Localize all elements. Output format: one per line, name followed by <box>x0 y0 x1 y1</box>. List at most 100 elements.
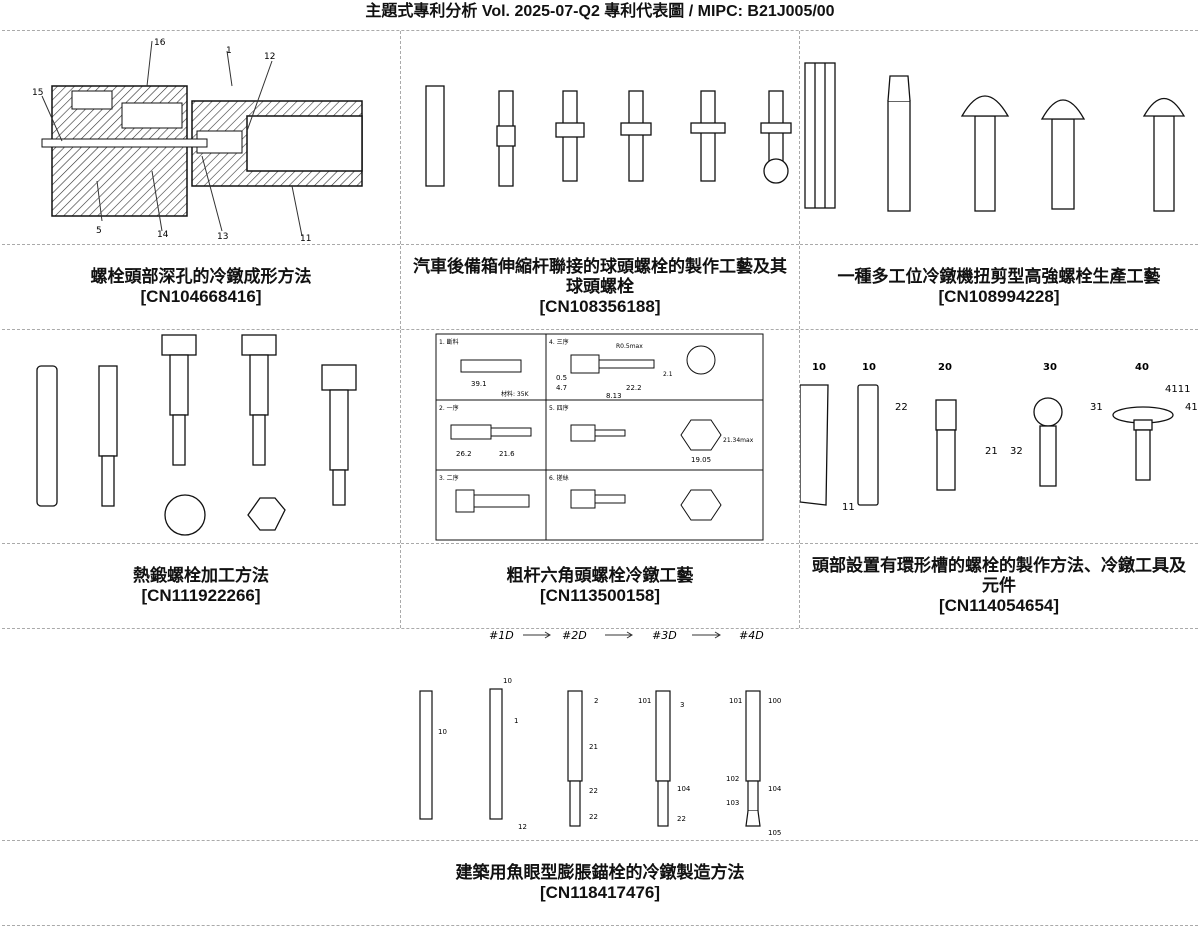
patent-row-2: 熱鍛螺栓加工方法 [CN111922266] 1. 斷料 2. 一序 3. 二序 <box>2 330 1198 629</box>
page-header: 主題式專利分析 Vol. 2025-07-Q2 專利代表圖 / MIPC: B2… <box>365 3 835 20</box>
label: 40 <box>1135 362 1149 373</box>
label: 41 <box>1185 402 1198 413</box>
patent-drawing <box>401 31 799 245</box>
patent-grid: 16 1 12 15 5 14 13 11 螺栓頭部深孔的冷鐓成形方法 [CN1… <box>2 30 1198 926</box>
patent-number[interactable]: [CN108994228] <box>938 287 1060 306</box>
label: 12 <box>264 52 275 62</box>
patent-row-1: 16 1 12 15 5 14 13 11 螺栓頭部深孔的冷鐓成形方法 [CN1… <box>2 30 1198 330</box>
label: 11 <box>842 502 855 513</box>
dimension: R0.5max <box>616 343 643 350</box>
patent-caption: 粗杆六角頭螺栓冷鐓工藝 [CN113500158] <box>401 544 799 628</box>
label: 32 <box>1010 446 1023 457</box>
patent-number[interactable]: [CN104668416] <box>140 287 262 306</box>
patent-row-3: #1D #2D #3D #4D <box>2 629 1198 926</box>
patent-card: 16 1 12 15 5 14 13 11 螺栓頭部深孔的冷鐓成形方法 [CN1… <box>2 31 401 329</box>
label: 30 <box>1043 362 1057 373</box>
patent-number[interactable]: [CN113500158] <box>539 586 661 605</box>
patent-card: 1. 斷料 2. 一序 3. 二序 4. 三序 5. 四序 6. 搓絲 <box>401 330 800 628</box>
patent-number[interactable]: [CN108356188] <box>539 297 661 316</box>
label: 10 <box>812 362 826 373</box>
patent-drawing <box>2 330 400 544</box>
label: 31 <box>1090 402 1103 413</box>
patent-drawing: 1. 斷料 2. 一序 3. 二序 4. 三序 5. 四序 6. 搓絲 <box>401 330 799 544</box>
dimension: 26.2 <box>456 450 472 458</box>
stage-label: #2D <box>562 629 587 642</box>
label: 1 <box>514 717 518 725</box>
patent-drawing: 16 1 12 15 5 14 13 11 <box>2 31 400 245</box>
dimension: 0.5 <box>556 374 567 382</box>
step-label: 4. 三序 <box>549 338 569 346</box>
label: 15 <box>32 88 43 98</box>
patent-title: 汽車後備箱伸縮杆聯接的球頭螺栓的製作工藝及其球頭螺栓 <box>413 257 787 297</box>
label: 105 <box>768 829 781 837</box>
patent-card: 熱鍛螺栓加工方法 [CN111922266] <box>2 330 401 628</box>
patent-number[interactable]: [CN118417476] <box>539 883 661 902</box>
dimension: 21.34max <box>723 437 754 444</box>
label: 5 <box>96 226 102 236</box>
dimension: 4.7 <box>556 384 567 392</box>
patent-title: 螺栓頭部深孔的冷鐓成形方法 <box>90 267 312 287</box>
label: 102 <box>726 775 739 783</box>
patent-title: 粗杆六角頭螺栓冷鐓工藝 <box>506 566 694 586</box>
patent-drawing: #1D #2D #3D #4D <box>2 629 1198 841</box>
patent-card: 10 10 20 30 40 22 21 31 32 4111 41 11 頭部… <box>800 330 1198 628</box>
label: 13 <box>217 232 228 242</box>
dimension: 材料: 35K <box>501 390 530 398</box>
label: 10 <box>438 728 447 736</box>
label: 4111 <box>1165 384 1190 395</box>
label: 101 <box>638 697 651 705</box>
label: 11 <box>300 234 311 244</box>
patent-card: 汽車後備箱伸縮杆聯接的球頭螺栓的製作工藝及其球頭螺栓 [CN108356188] <box>401 31 800 329</box>
patent-title: 熱鍛螺栓加工方法 <box>133 566 269 586</box>
patent-title: 建築用魚眼型膨脹錨栓的冷鐓製造方法 <box>455 863 745 883</box>
patent-caption: 頭部設置有環形槽的螺栓的製作方法、冷鐓工具及元件 [CN114054654] <box>800 544 1198 628</box>
label: 104 <box>677 785 691 793</box>
label: 100 <box>768 697 781 705</box>
step-label: 3. 二序 <box>439 474 459 482</box>
label: 10 <box>503 677 512 685</box>
stage-label: #4D <box>739 629 764 642</box>
patent-card: 一種多工位冷鐓機扭剪型高強螺栓生產工藝 [CN108994228] <box>800 31 1198 329</box>
label: 21 <box>589 743 598 751</box>
step-label: 1. 斷料 <box>439 338 459 346</box>
stage-label: #1D <box>489 629 514 642</box>
patent-drawing: 10 10 20 30 40 22 21 31 32 4111 41 11 <box>800 330 1198 544</box>
stage-label: #3D <box>652 629 677 642</box>
label: 22 <box>677 815 686 823</box>
dimension: 19.05 <box>691 456 711 464</box>
patent-title: 一種多工位冷鐓機扭剪型高強螺栓生產工藝 <box>837 267 1161 287</box>
label: 20 <box>938 362 952 373</box>
patent-title: 頭部設置有環形槽的螺栓的製作方法、冷鐓工具及元件 <box>812 556 1186 596</box>
step-label: 6. 搓絲 <box>549 474 569 482</box>
dimension: 2.1 <box>663 371 673 378</box>
label: 12 <box>518 823 527 831</box>
step-label: 5. 四序 <box>549 404 569 412</box>
patent-caption: 建築用魚眼型膨脹錨栓的冷鐓製造方法 [CN118417476] <box>2 841 1198 925</box>
dimension: 21.6 <box>499 450 515 458</box>
label: 104 <box>768 785 782 793</box>
patent-caption: 一種多工位冷鐓機扭剪型高強螺栓生產工藝 [CN108994228] <box>800 245 1198 329</box>
label: 103 <box>726 799 739 807</box>
label: 16 <box>154 38 166 48</box>
dimension: 22.2 <box>626 384 642 392</box>
dimension: 8.13 <box>606 392 622 400</box>
label: 22 <box>895 402 908 413</box>
label: 21 <box>985 446 998 457</box>
patent-caption: 熱鍛螺栓加工方法 [CN111922266] <box>2 544 400 628</box>
label: 101 <box>729 697 742 705</box>
patent-number[interactable]: [CN111922266] <box>141 586 261 605</box>
patent-card: #1D #2D #3D #4D <box>2 629 1198 925</box>
label: 10 <box>862 362 876 373</box>
patent-number[interactable]: [CN114054654] <box>938 596 1060 615</box>
patent-caption: 汽車後備箱伸縮杆聯接的球頭螺栓的製作工藝及其球頭螺栓 [CN108356188] <box>401 245 799 329</box>
label: 22 <box>589 813 598 821</box>
step-label: 2. 一序 <box>439 404 459 412</box>
label: 2 <box>594 697 598 705</box>
label: 3 <box>680 701 684 709</box>
label: 22 <box>589 787 598 795</box>
patent-drawing <box>800 31 1198 245</box>
label: 14 <box>157 230 169 240</box>
dimension: 39.1 <box>471 380 487 388</box>
label: 1 <box>226 46 232 56</box>
patent-caption: 螺栓頭部深孔的冷鐓成形方法 [CN104668416] <box>2 245 400 329</box>
